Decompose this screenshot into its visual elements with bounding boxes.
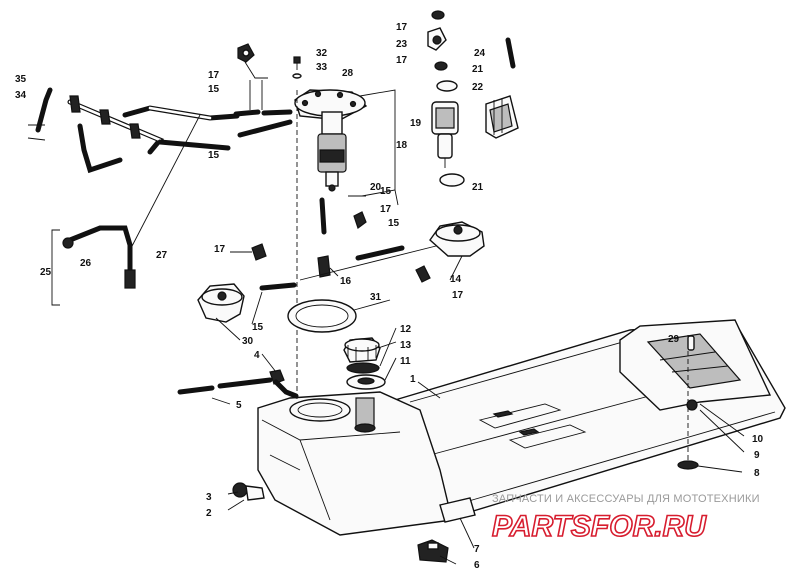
bracket-6 [417, 539, 449, 563]
hose-5 [177, 369, 299, 399]
callout-30: 30 [242, 336, 254, 347]
gasket-13 [346, 362, 380, 374]
callout-11: 11 [400, 356, 411, 367]
callout-9: 9 [754, 450, 760, 461]
callout-32: 32 [316, 48, 328, 59]
fuel-tank-assembly [257, 319, 786, 536]
hose-15-top [233, 80, 293, 138]
callout-34: 34 [15, 90, 27, 101]
gasket-31 [287, 299, 357, 333]
callout-6: 6 [474, 560, 480, 571]
watermark-tagline: ЗАПЧАСТИ И АКСЕССУАРЫ ДЛЯ МОТОТЕХНИКИ [492, 493, 760, 505]
callout-4: 4 [254, 350, 260, 361]
callout-3: 3 [206, 492, 212, 503]
washer-33 [292, 73, 302, 79]
right-fasteners [677, 335, 699, 470]
callouts: 1 2 3 4 5 6 7 8 9 10 11 12 13 14 15 15 1… [15, 22, 764, 571]
callout-1: 1 [410, 374, 416, 385]
callout-27: 27 [156, 250, 168, 261]
callout-15-a: 15 [208, 84, 220, 95]
callout-25: 25 [40, 267, 52, 278]
fuel-rail-34-35 [27, 87, 240, 174]
fuel-pump-assembly [294, 89, 399, 206]
callout-2: 2 [206, 508, 212, 519]
callout-31: 31 [370, 292, 382, 303]
callout-15-c: 15 [380, 186, 392, 197]
callout-21-b: 21 [472, 182, 484, 193]
callout-24: 24 [474, 48, 486, 59]
callout-17-a: 17 [208, 70, 220, 81]
callout-15-b: 15 [208, 150, 220, 161]
clamp-17-topleft [237, 43, 268, 79]
callout-35: 35 [15, 74, 27, 85]
callout-13: 13 [400, 340, 412, 351]
callout-10: 10 [752, 434, 764, 445]
callout-17-d: 17 [380, 204, 392, 215]
fuel-cap-12 [343, 337, 381, 363]
callout-21-a: 21 [472, 64, 484, 75]
watermark: ЗАПЧАСТИ И АКСЕССУАРЫ ДЛЯ МОТОТЕХНИКИ PA… [491, 493, 760, 544]
callout-15-d: 15 [388, 218, 400, 229]
callout-19: 19 [410, 118, 422, 129]
callout-17-f: 17 [452, 290, 464, 301]
neck-11 [346, 374, 386, 390]
callout-33: 33 [316, 62, 328, 73]
callout-17-b: 17 [396, 22, 408, 33]
callout-18: 18 [396, 140, 408, 151]
callout-7: 7 [474, 544, 480, 555]
callout-8: 8 [754, 468, 760, 479]
callout-26: 26 [80, 258, 92, 269]
callout-17-c: 17 [396, 55, 408, 66]
leader-lines [211, 195, 745, 565]
watermark-logo: PARTSFOR.RU [492, 510, 707, 543]
mid-hoses [251, 197, 441, 291]
callout-22: 22 [472, 82, 484, 93]
callout-29: 29 [668, 334, 680, 345]
callout-14: 14 [450, 274, 462, 285]
callout-5: 5 [236, 400, 242, 411]
callout-16: 16 [340, 276, 352, 287]
callout-23: 23 [396, 39, 408, 50]
callout-20: 20 [370, 182, 382, 193]
callout-12: 12 [400, 324, 412, 335]
pump-30 [197, 283, 245, 323]
pump-14 [429, 221, 485, 257]
callout-17-e: 17 [214, 244, 226, 255]
screw-32 [293, 56, 301, 70]
callout-28: 28 [342, 68, 354, 79]
fuel-filter-parts [427, 10, 519, 187]
callout-15-e: 15 [252, 322, 264, 333]
wire-harness-25 [51, 114, 201, 306]
valve-2-3 [232, 482, 265, 501]
